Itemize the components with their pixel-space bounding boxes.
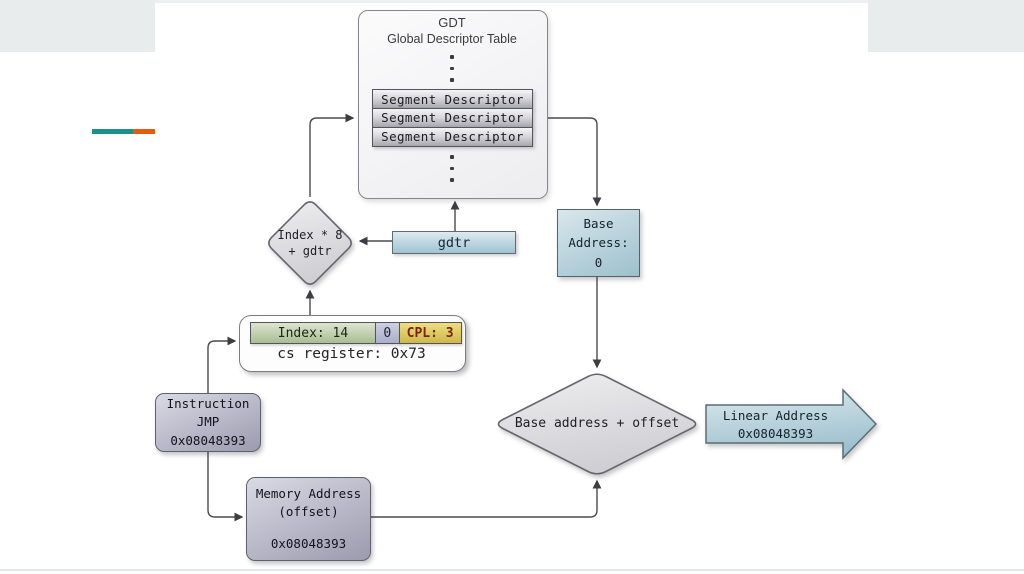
accent-dash-orange bbox=[133, 129, 155, 134]
selector-fields-row: Index: 14 0 CPL: 3 bbox=[250, 322, 462, 344]
base-address-line2: Address: bbox=[568, 235, 629, 251]
slide-margin-left bbox=[0, 0, 155, 52]
wire-gdt-to-base bbox=[546, 117, 602, 207]
slide-margin-right bbox=[868, 0, 1024, 52]
vertical-ellipsis-icon bbox=[450, 55, 454, 90]
memory-address-box: Memory Address (offset) 0x08048393 bbox=[246, 477, 371, 561]
selector-ti-cell: 0 bbox=[374, 322, 400, 344]
base-address-box: Base Address: 0 bbox=[557, 209, 640, 277]
instruction-line1: Instruction bbox=[166, 396, 250, 412]
index-diamond-line1: Index * 8 bbox=[277, 228, 343, 242]
cs-register-text: cs register: 0x73 bbox=[277, 346, 426, 362]
sum-diamond bbox=[497, 373, 697, 475]
linear-address-label: Linear Address 0x08048393 bbox=[706, 407, 845, 442]
sum-diamond-label: Base address + offset bbox=[514, 416, 680, 431]
memory-line1: Memory Address bbox=[255, 485, 362, 501]
index-diamond-label: Index * 8 + gdtr bbox=[265, 228, 355, 259]
wire-memory-to-sum bbox=[369, 479, 602, 518]
linear-address-line1: Linear Address bbox=[722, 408, 829, 423]
segment-descriptor-list: Segment Descriptor Segment Descriptor Se… bbox=[372, 89, 533, 147]
vertical-ellipsis-icon bbox=[450, 155, 454, 190]
base-address-line3: 0 bbox=[594, 254, 603, 270]
selector-cpl-cell: CPL: 3 bbox=[398, 322, 462, 344]
wire-instr-to-memory bbox=[207, 450, 244, 522]
slide-top-strip bbox=[0, 0, 1024, 3]
index-diamond-line2: + gdtr bbox=[288, 243, 332, 258]
selector-index-cell: Index: 14 bbox=[250, 322, 376, 344]
gdt-subtitle: Global Descriptor Table bbox=[387, 32, 517, 46]
gdtr-box: gdtr bbox=[392, 231, 516, 254]
index-calculation-diamond bbox=[268, 201, 352, 285]
base-address-line1: Base bbox=[583, 215, 614, 231]
instruction-line2: JMP bbox=[196, 414, 220, 430]
gdt-title: GDT bbox=[438, 15, 466, 30]
accent-dash-teal bbox=[92, 129, 133, 134]
wire-diamond-to-gdt bbox=[309, 113, 355, 197]
segment-descriptor-row: Segment Descriptor bbox=[372, 107, 533, 128]
slide-bottom-line bbox=[0, 569, 1024, 571]
segment-descriptor-row: Segment Descriptor bbox=[372, 126, 533, 147]
linear-address-line2: 0x08048393 bbox=[737, 425, 814, 441]
wire-instr-to-selector bbox=[207, 336, 237, 393]
instruction-line3: 0x08048393 bbox=[170, 432, 246, 448]
memory-line3: 0x08048393 bbox=[270, 536, 347, 552]
instruction-box: Instruction JMP 0x08048393 bbox=[155, 393, 261, 452]
linear-address-arrow-shape bbox=[705, 388, 878, 460]
memory-line2: (offset) bbox=[278, 503, 339, 519]
segment-descriptor-row: Segment Descriptor bbox=[372, 89, 533, 109]
